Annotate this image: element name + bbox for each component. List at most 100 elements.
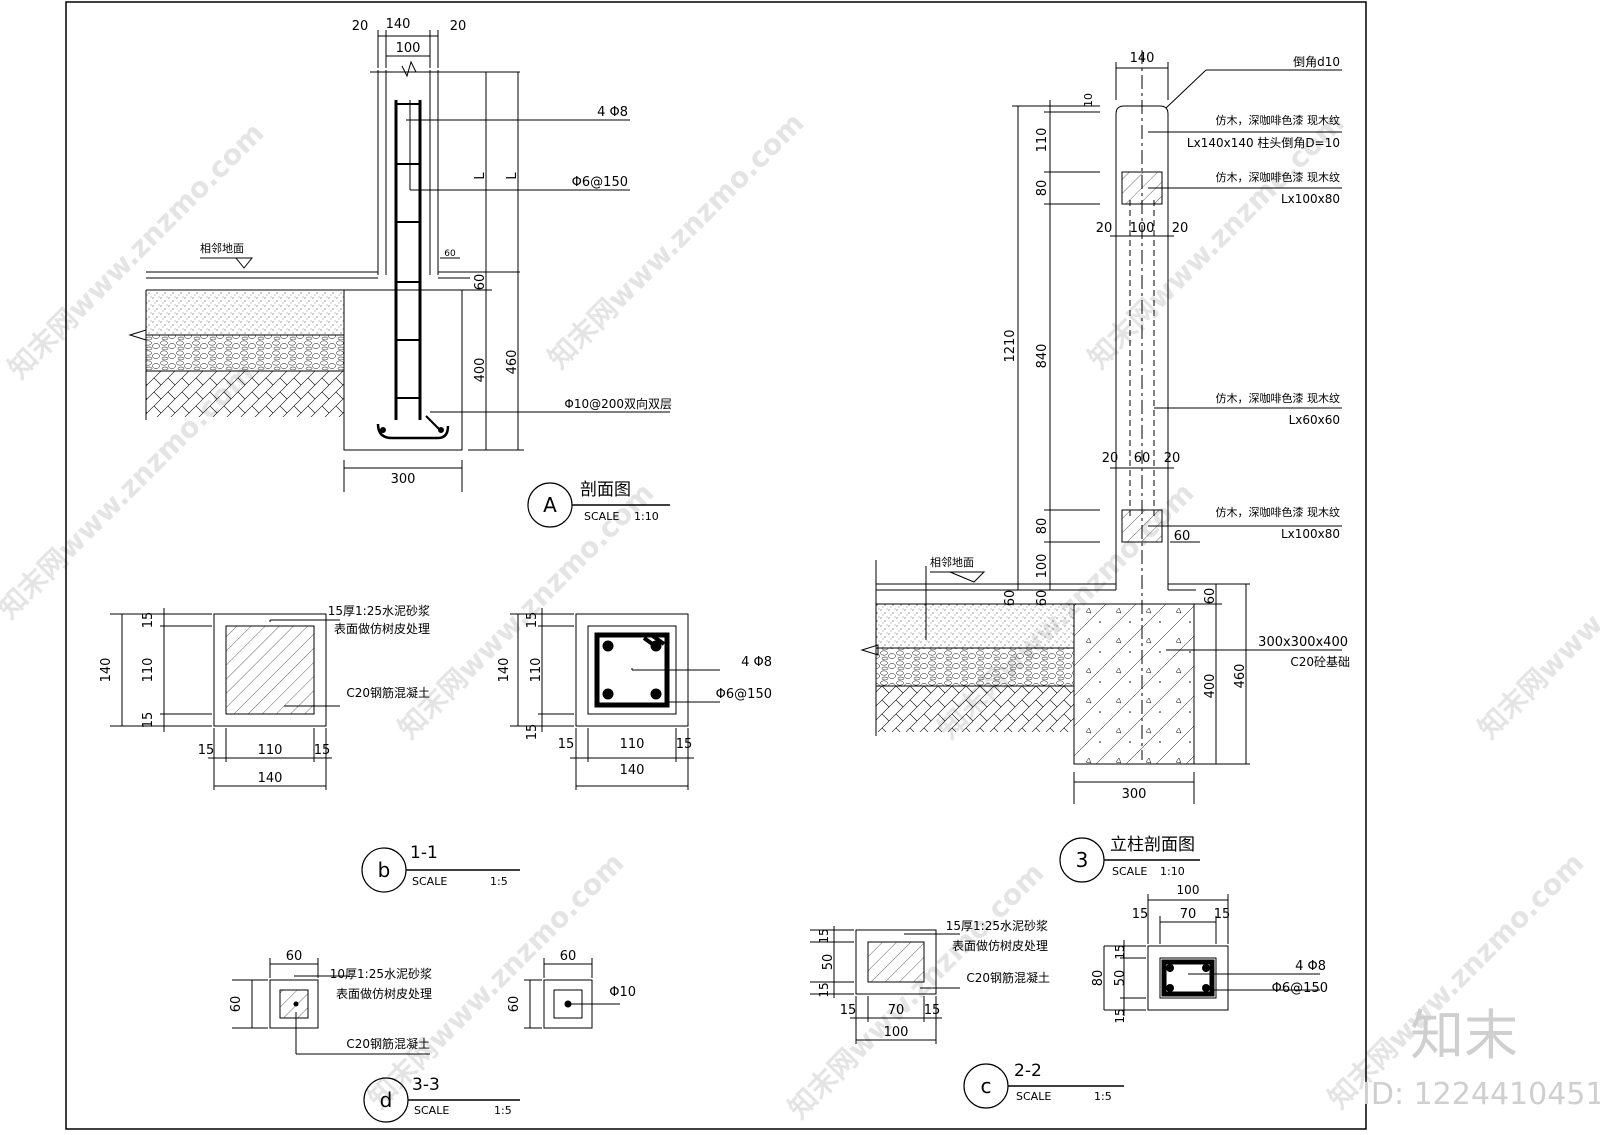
note-text: C20钢筋混凝土 [346,1036,430,1051]
dim-text: 80 [1035,518,1050,535]
dim-text: 140 [386,17,411,32]
note-text: 仿木，深咖啡色漆 现木纹 [1216,170,1341,184]
note-text: Lx60x60 [1289,413,1340,427]
dim-text: 300 [391,472,416,487]
detail-title: 1-1 [410,843,438,863]
dim-text: 60 [444,249,456,259]
dim-text: 20 [352,19,369,34]
detail-number: A [543,493,557,517]
note-text: Lx140x140 柱头倒角D=10 [1187,135,1340,150]
rebar-label: 4 Φ8 [597,105,628,120]
dim-text: 60 [229,996,244,1013]
detail-3-text: 140 10 110 80 840 1210 80 100 60 60 20 1… [930,51,1350,878]
dim-text: 400 [473,358,488,383]
dim-text: 60 [1035,590,1050,607]
dim-text: 60 [473,274,488,291]
base-rebar-label: Φ10@200双向双层 [564,396,672,411]
dim-text: 100 [1130,221,1155,236]
dim-text: 100 [1177,883,1200,897]
ground-label: 相邻地面 [200,242,244,255]
dim-text: 15 [817,928,831,943]
dim-text: 20 [1102,451,1119,466]
footing-label: 300x300x400 [1258,635,1348,650]
dim-text: 15 [1214,907,1231,922]
detail-title: 2-2 [1014,1061,1042,1081]
dim-text: 20 [1164,451,1181,466]
dim-text: 15 [676,737,693,752]
scale-label: SCALE [1016,1090,1051,1103]
dim-text: 20 [1172,221,1189,236]
dim-text: 100 [884,1025,909,1040]
dim-text: 140 [258,771,283,786]
note-text: Lx100x80 [1281,527,1340,541]
image-id-text: ID: 1224410451 [1362,1077,1600,1112]
scale-value: 1:5 [490,875,508,888]
dim-text: L [505,172,520,180]
scale-label: SCALE [1112,865,1147,878]
scale-value: 1:10 [634,510,659,523]
dim-text: 15 [314,743,331,758]
dim-text: 15 [141,712,156,729]
dim-text: 300 [1122,787,1147,802]
dim-text: 60 [286,949,303,964]
watermark-text: 知末网www.znzmo.com [1472,476,1600,745]
dim-text: 80 [1035,180,1050,197]
detail-number: d [380,1088,393,1112]
dim-text: 110 [141,658,156,683]
dim-text: 15 [840,1003,857,1018]
note-text: Lx100x80 [1281,192,1340,206]
dim-text: 15 [924,1003,941,1018]
note-text: 仿木，深咖啡色漆 现木纹 [1216,391,1341,405]
watermark-text: 知末网www.znzmo.com [1322,846,1591,1115]
note-text: C20钢筋混凝土 [346,685,430,700]
dim-text: 70 [1180,907,1197,922]
dim-text: 20 [1096,221,1113,236]
dim-text: 110 [258,743,283,758]
scale-value: 1:5 [1094,1090,1112,1103]
dim-text: 60 [560,949,577,964]
dim-text: 460 [1233,664,1248,689]
dim-text: 110 [620,737,645,752]
detail-3-section [860,50,1342,883]
brand-logo-text: 知末 [1410,1004,1518,1067]
dim-text: 10 [1082,93,1095,107]
rebar-label: 4 Φ8 [741,655,772,670]
dim-text: 100 [396,41,421,56]
dim-text: 100 [1035,554,1050,579]
stirrup-label: Φ6@150 [1272,981,1328,996]
detail-title: 3-3 [412,1075,440,1095]
note-text: 表面做仿树皮处理 [336,986,432,1001]
dim-text: 15 [1113,944,1127,959]
dim-text: L [473,172,488,180]
scale-label: SCALE [412,875,447,888]
dim-text: 15 [1113,1008,1127,1023]
dim-text: 60 [1134,451,1151,466]
scale-label: SCALE [584,510,619,523]
note-text: 15厚1:25水泥砂浆 [946,918,1048,933]
dim-text: 50 [1113,970,1128,987]
dim-text: 15 [198,743,215,758]
stirrup-label: Φ6@150 [572,175,628,190]
detail-number: 3 [1076,848,1089,872]
chamfer-label: 倒角d10 [1293,55,1340,69]
note-text: 仿木，深咖啡色漆 现木纹 [1216,505,1341,519]
dim-text: 60 [507,996,522,1013]
dim-text: 460 [505,350,520,375]
detail-d-section [232,958,620,1123]
scale-value: 1:10 [1160,865,1185,878]
note-text: 表面做仿树皮处理 [334,621,430,636]
detail-c-section [810,894,1320,1109]
brand-watermark: 知末 ID: 1224410451 [1362,1004,1600,1112]
note-text: 表面做仿树皮处理 [952,938,1048,953]
detail-d-text: 60 60 10厚1:25水泥砂浆 表面做仿树皮处理 C20钢筋混凝土 60 6… [229,949,636,1117]
dim-text: 80 [1091,970,1106,987]
ground-label: 相邻地面 [930,556,974,569]
dim-text: 15 [817,982,831,997]
dim-text: 1210 [1003,329,1018,362]
scale-value: 1:5 [494,1104,512,1117]
dim-text: 140 [620,763,645,778]
dim-text: 20 [450,19,467,34]
rebar-label: Φ10 [609,985,636,1000]
